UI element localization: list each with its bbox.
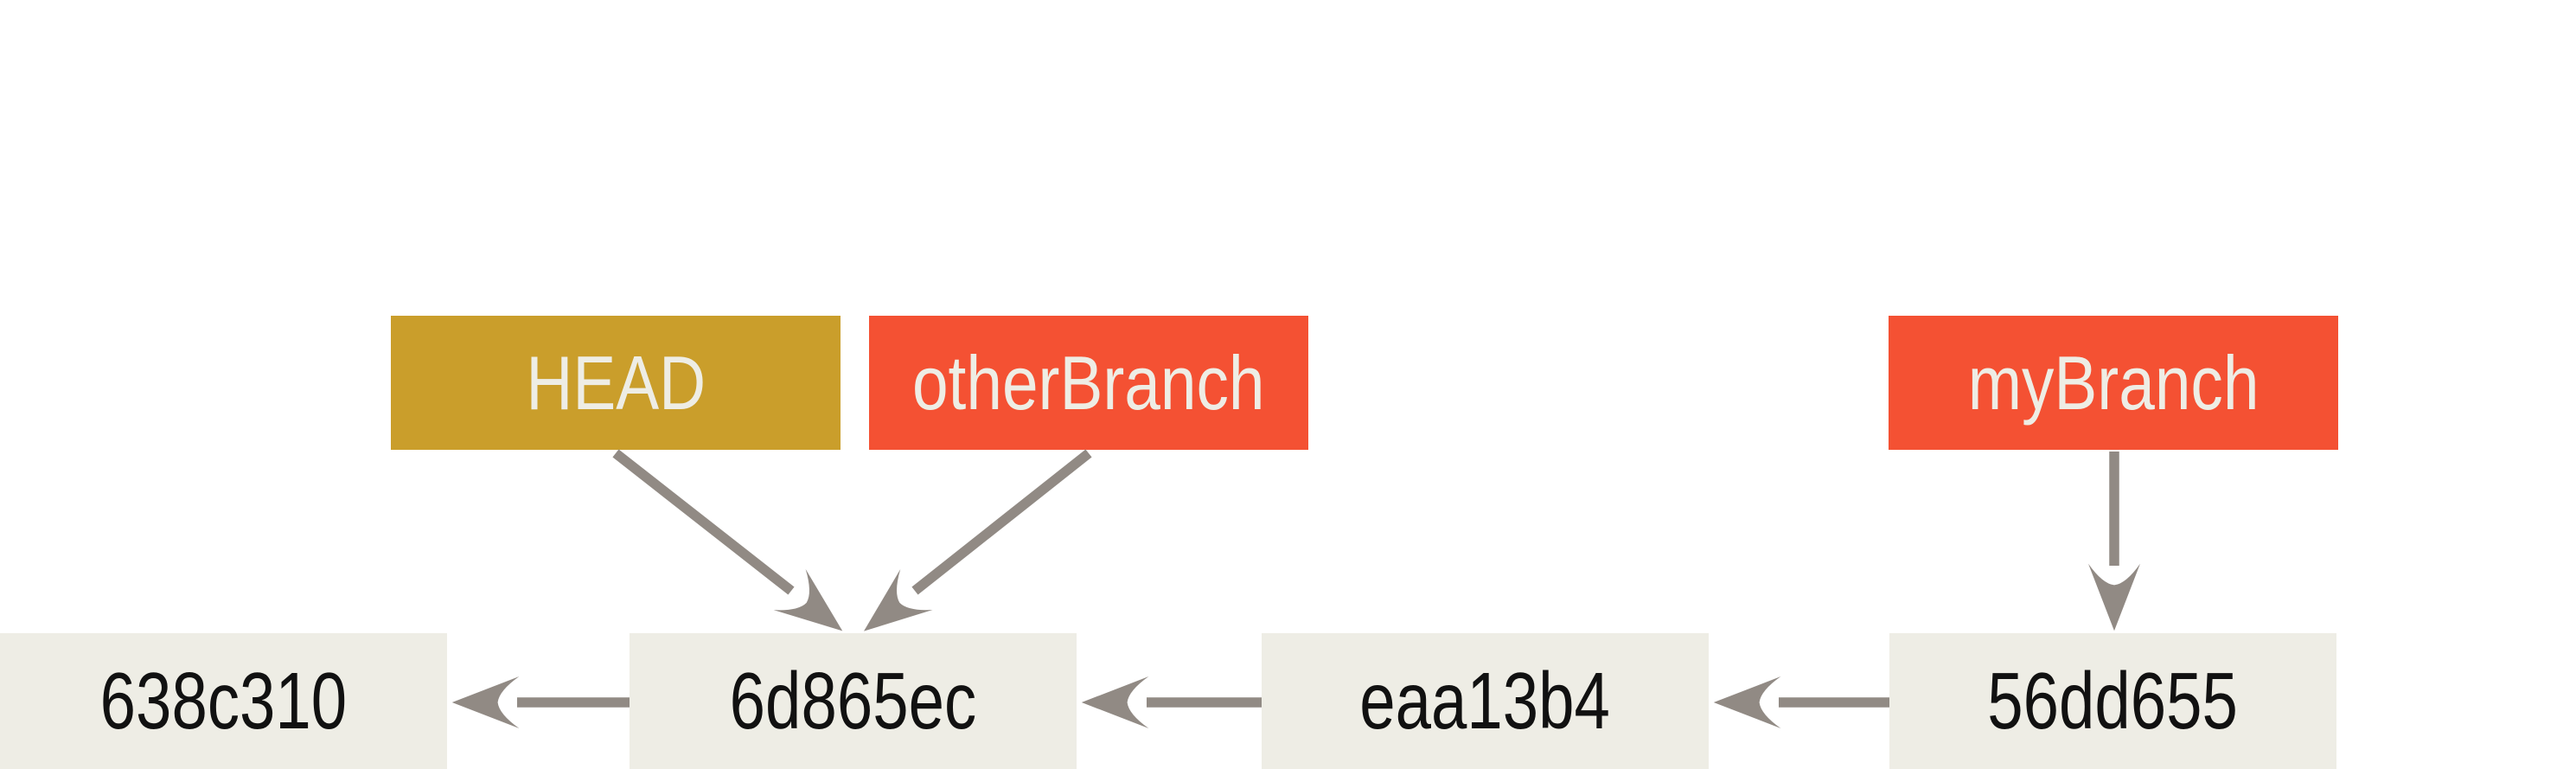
commit-hash: 56dd655 xyxy=(1987,656,2239,746)
my-branch-label: myBranch xyxy=(1967,339,2260,426)
other-branch-label: otherBranch xyxy=(912,339,1265,426)
arrow-head-to-6d865ec-icon xyxy=(612,449,843,631)
commit-box-56dd655: 56dd655 xyxy=(1889,633,2336,769)
commit-hash: eaa13b4 xyxy=(1359,656,1611,746)
commit-box-eaa13b4: eaa13b4 xyxy=(1262,633,1709,769)
commit-box-638c310: 638c310 xyxy=(0,633,447,769)
head-label: HEAD xyxy=(526,339,706,426)
arrow-otherbranch-to-6d865ec-icon xyxy=(863,449,1092,631)
commit-hash: 6d865ec xyxy=(729,656,977,746)
my-branch-label-box: myBranch xyxy=(1889,316,2338,450)
head-label-box: HEAD xyxy=(391,316,841,450)
commit-hash: 638c310 xyxy=(99,656,348,746)
commit-box-6d865ec: 6d865ec xyxy=(630,633,1077,769)
other-branch-label-box: otherBranch xyxy=(869,316,1308,450)
